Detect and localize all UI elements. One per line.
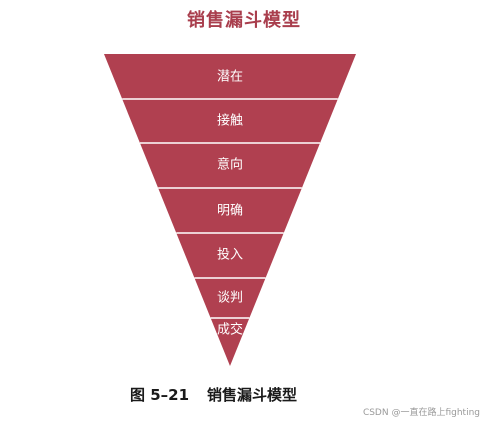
funnel-stage-label: 谈判 bbox=[217, 291, 243, 306]
funnel-stage-label: 意向 bbox=[217, 157, 243, 173]
funnel-stage-label: 成交 bbox=[217, 322, 243, 338]
funnel-stage-label: 潜在 bbox=[217, 70, 243, 85]
funnel-stage-label: 投入 bbox=[217, 247, 243, 263]
figure-caption: 图 5–21 销售漏斗模型 bbox=[130, 384, 297, 405]
watermark: CSDN @一直在路上fighting bbox=[362, 408, 480, 418]
figure-caption-text: 销售漏斗模型 bbox=[207, 386, 298, 404]
funnel-shapes bbox=[104, 54, 356, 366]
diagram-title: 销售漏斗模型 bbox=[187, 10, 301, 31]
funnel-body bbox=[104, 54, 356, 366]
funnel-stage-label: 明确 bbox=[217, 204, 243, 219]
funnel-stage-label: 接触 bbox=[217, 113, 243, 129]
figure-number: 图 5–21 bbox=[130, 386, 190, 404]
